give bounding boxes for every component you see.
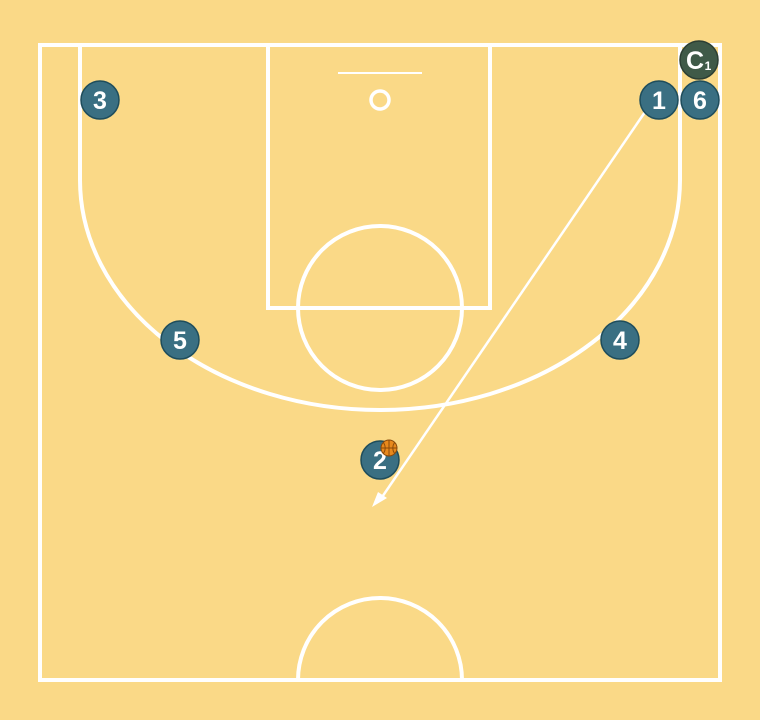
player-3-label: 3 xyxy=(93,87,107,115)
coach-marker[interactable]: C 1 xyxy=(679,40,719,80)
cut-arrow xyxy=(372,111,647,507)
center-circle xyxy=(296,596,464,681)
player-5[interactable]: 5 xyxy=(160,320,200,360)
coach-subscript: 1 xyxy=(705,59,712,73)
player-4-label: 4 xyxy=(613,327,627,355)
player-5-label: 5 xyxy=(173,327,187,355)
court-boundary xyxy=(38,43,722,682)
player-6-label: 6 xyxy=(693,87,707,115)
arrow-icon xyxy=(372,492,387,507)
hoop xyxy=(369,89,391,111)
player-6[interactable]: 6 xyxy=(680,80,720,120)
paint-key xyxy=(266,43,492,310)
player-4[interactable]: 4 xyxy=(600,320,640,360)
player-1-label: 1 xyxy=(652,87,666,115)
basketball-icon xyxy=(380,439,398,457)
player-1[interactable]: 1 xyxy=(639,80,679,120)
player-2[interactable]: 2 xyxy=(360,439,400,480)
coach-label: C xyxy=(686,47,704,75)
player-3[interactable]: 3 xyxy=(80,80,120,120)
three-point-line xyxy=(78,45,682,412)
free-throw-circle xyxy=(296,224,464,392)
